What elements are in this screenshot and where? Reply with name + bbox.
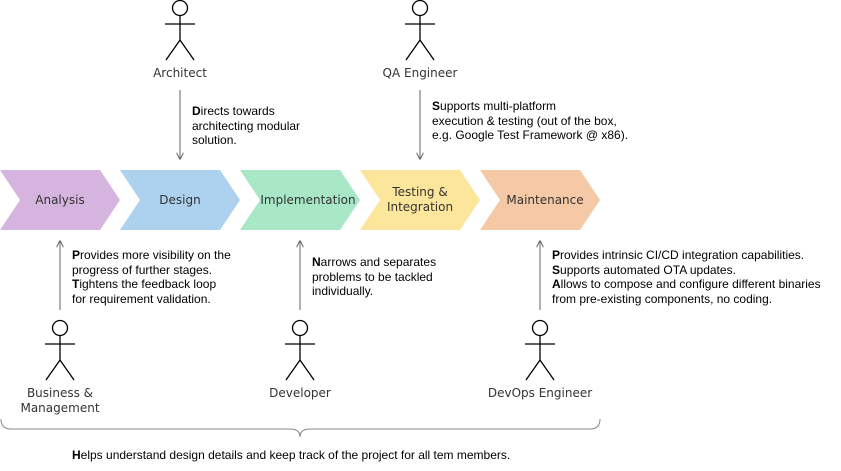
actor-figures (45, 0, 555, 381)
note-line: e.g. Google Test Framework @ x86). (432, 128, 629, 142)
stage-analysis: Analysis (10, 170, 110, 230)
business-note: Provides more visibility on the progress… (72, 248, 231, 306)
stage-testing: Testing & Integration (370, 170, 470, 230)
stage-maintenance-label: Maintenance (506, 192, 584, 207)
stage-testing-label: Testing & Integration (386, 185, 454, 214)
note-line: architecting modular (192, 118, 301, 133)
note-line: progress of further stages. (72, 262, 213, 277)
stage-maintenance-shape (480, 170, 600, 230)
note-line: Provides intrinsic CI/CD integration cap… (552, 248, 805, 262)
qa-engineer-stick-figure (405, 0, 435, 61)
note-line: Narrows and separates (312, 255, 437, 269)
team-curly-bracket (0, 418, 601, 438)
note-line: Allows to compose and configure differen… (552, 277, 821, 291)
architect-note: Directs towards architecting modular sol… (192, 104, 300, 148)
architect-label: Architect (153, 66, 207, 80)
note-line: from pre-existing components, no coding. (552, 291, 773, 306)
stage-design-shape (120, 170, 240, 230)
note-line: Directs towards (192, 104, 275, 118)
note-line: solution. (192, 133, 237, 147)
qa-engineer-note: Supports multi-platform execution & test… (432, 99, 628, 143)
note-line: problems to be tackled (312, 269, 433, 284)
stage-analysis-shape (0, 170, 120, 230)
devops-stick-figure (525, 319, 555, 381)
developer-note: Narrows and separates problems to be tac… (312, 255, 436, 299)
business-label: Business & Management (20, 386, 100, 415)
stage-testing-shape (360, 170, 480, 230)
stage-implementation-label: Implementation (260, 192, 356, 207)
devops-label: DevOps Engineer (487, 386, 593, 400)
stage-design-label: Design (159, 192, 201, 207)
stage-analysis-label: Analysis (35, 192, 85, 207)
stage-implementation: Implementation (248, 170, 368, 230)
process-chevrons (0, 170, 600, 230)
connector-arrows (60, 90, 540, 310)
note-line: Tightens the feedback loop (72, 277, 217, 291)
note-line: Helps understand design details and keep… (72, 448, 511, 462)
developer-label: Developer (269, 386, 331, 400)
qa-engineer-label: QA Engineer (382, 66, 458, 80)
stage-maintenance: Maintenance (490, 170, 600, 230)
note-line: Supports automated OTA updates. (552, 262, 736, 277)
architect-stick-figure (165, 0, 195, 61)
note-line: execution & testing (out of the box, (432, 113, 617, 128)
developer-stick-figure (285, 319, 315, 381)
footer-note: Helps understand design details and keep… (72, 448, 510, 463)
stage-implementation-shape (240, 170, 360, 230)
stage-design: Design (130, 170, 230, 230)
note-line: individually. (312, 284, 374, 298)
note-line: Provides more visibility on the (72, 248, 231, 262)
note-line: for requirement validation. (72, 291, 211, 306)
business-stick-figure (45, 319, 75, 381)
note-line: Supports multi-platform (432, 99, 557, 113)
devops-note: Provides intrinsic CI/CD integration cap… (552, 248, 821, 306)
